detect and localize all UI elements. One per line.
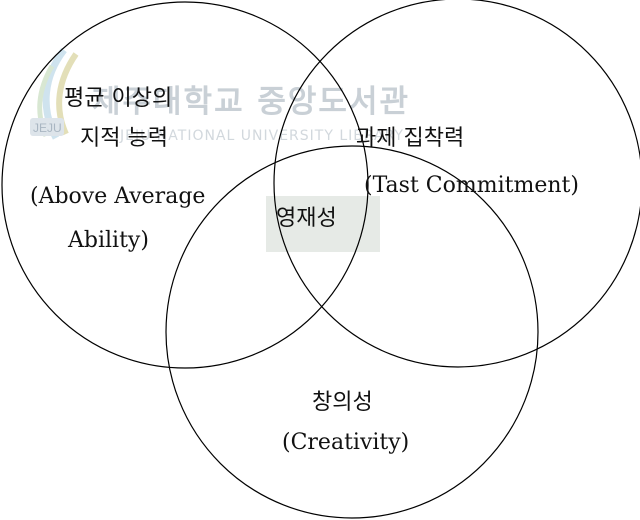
label-above-average-en-1: (Above Average — [30, 184, 206, 209]
label-task-commitment-ko: 과제 집착력 — [356, 126, 465, 151]
svg-text:JEJU: JEJU — [33, 121, 62, 135]
watermark-title: 제주대학교 중앙도서관 — [92, 84, 410, 120]
university-logo-watermark: JEJU — [30, 47, 79, 140]
intersection-highlight — [266, 196, 380, 252]
label-above-average-ko-2: 지적 능력 — [80, 126, 168, 151]
label-above-average-ko-1: 평균 이상의 — [64, 86, 173, 111]
label-above-average-en-2: Ability) — [68, 228, 149, 253]
circle-task-commitment — [273, 0, 640, 368]
label-creativity-en: (Creativity) — [282, 430, 410, 455]
circle-above-average-ability — [1, 1, 369, 369]
label-giftedness: 영재성 — [276, 206, 337, 231]
circle-creativity — [165, 145, 539, 519]
watermark-subtitle: JEJU NATIONAL UNIVERSITY LIBRARY — [120, 128, 404, 144]
label-task-commitment-en: (Tast Commitment) — [364, 173, 579, 198]
label-creativity-ko: 창의성 — [312, 390, 373, 415]
